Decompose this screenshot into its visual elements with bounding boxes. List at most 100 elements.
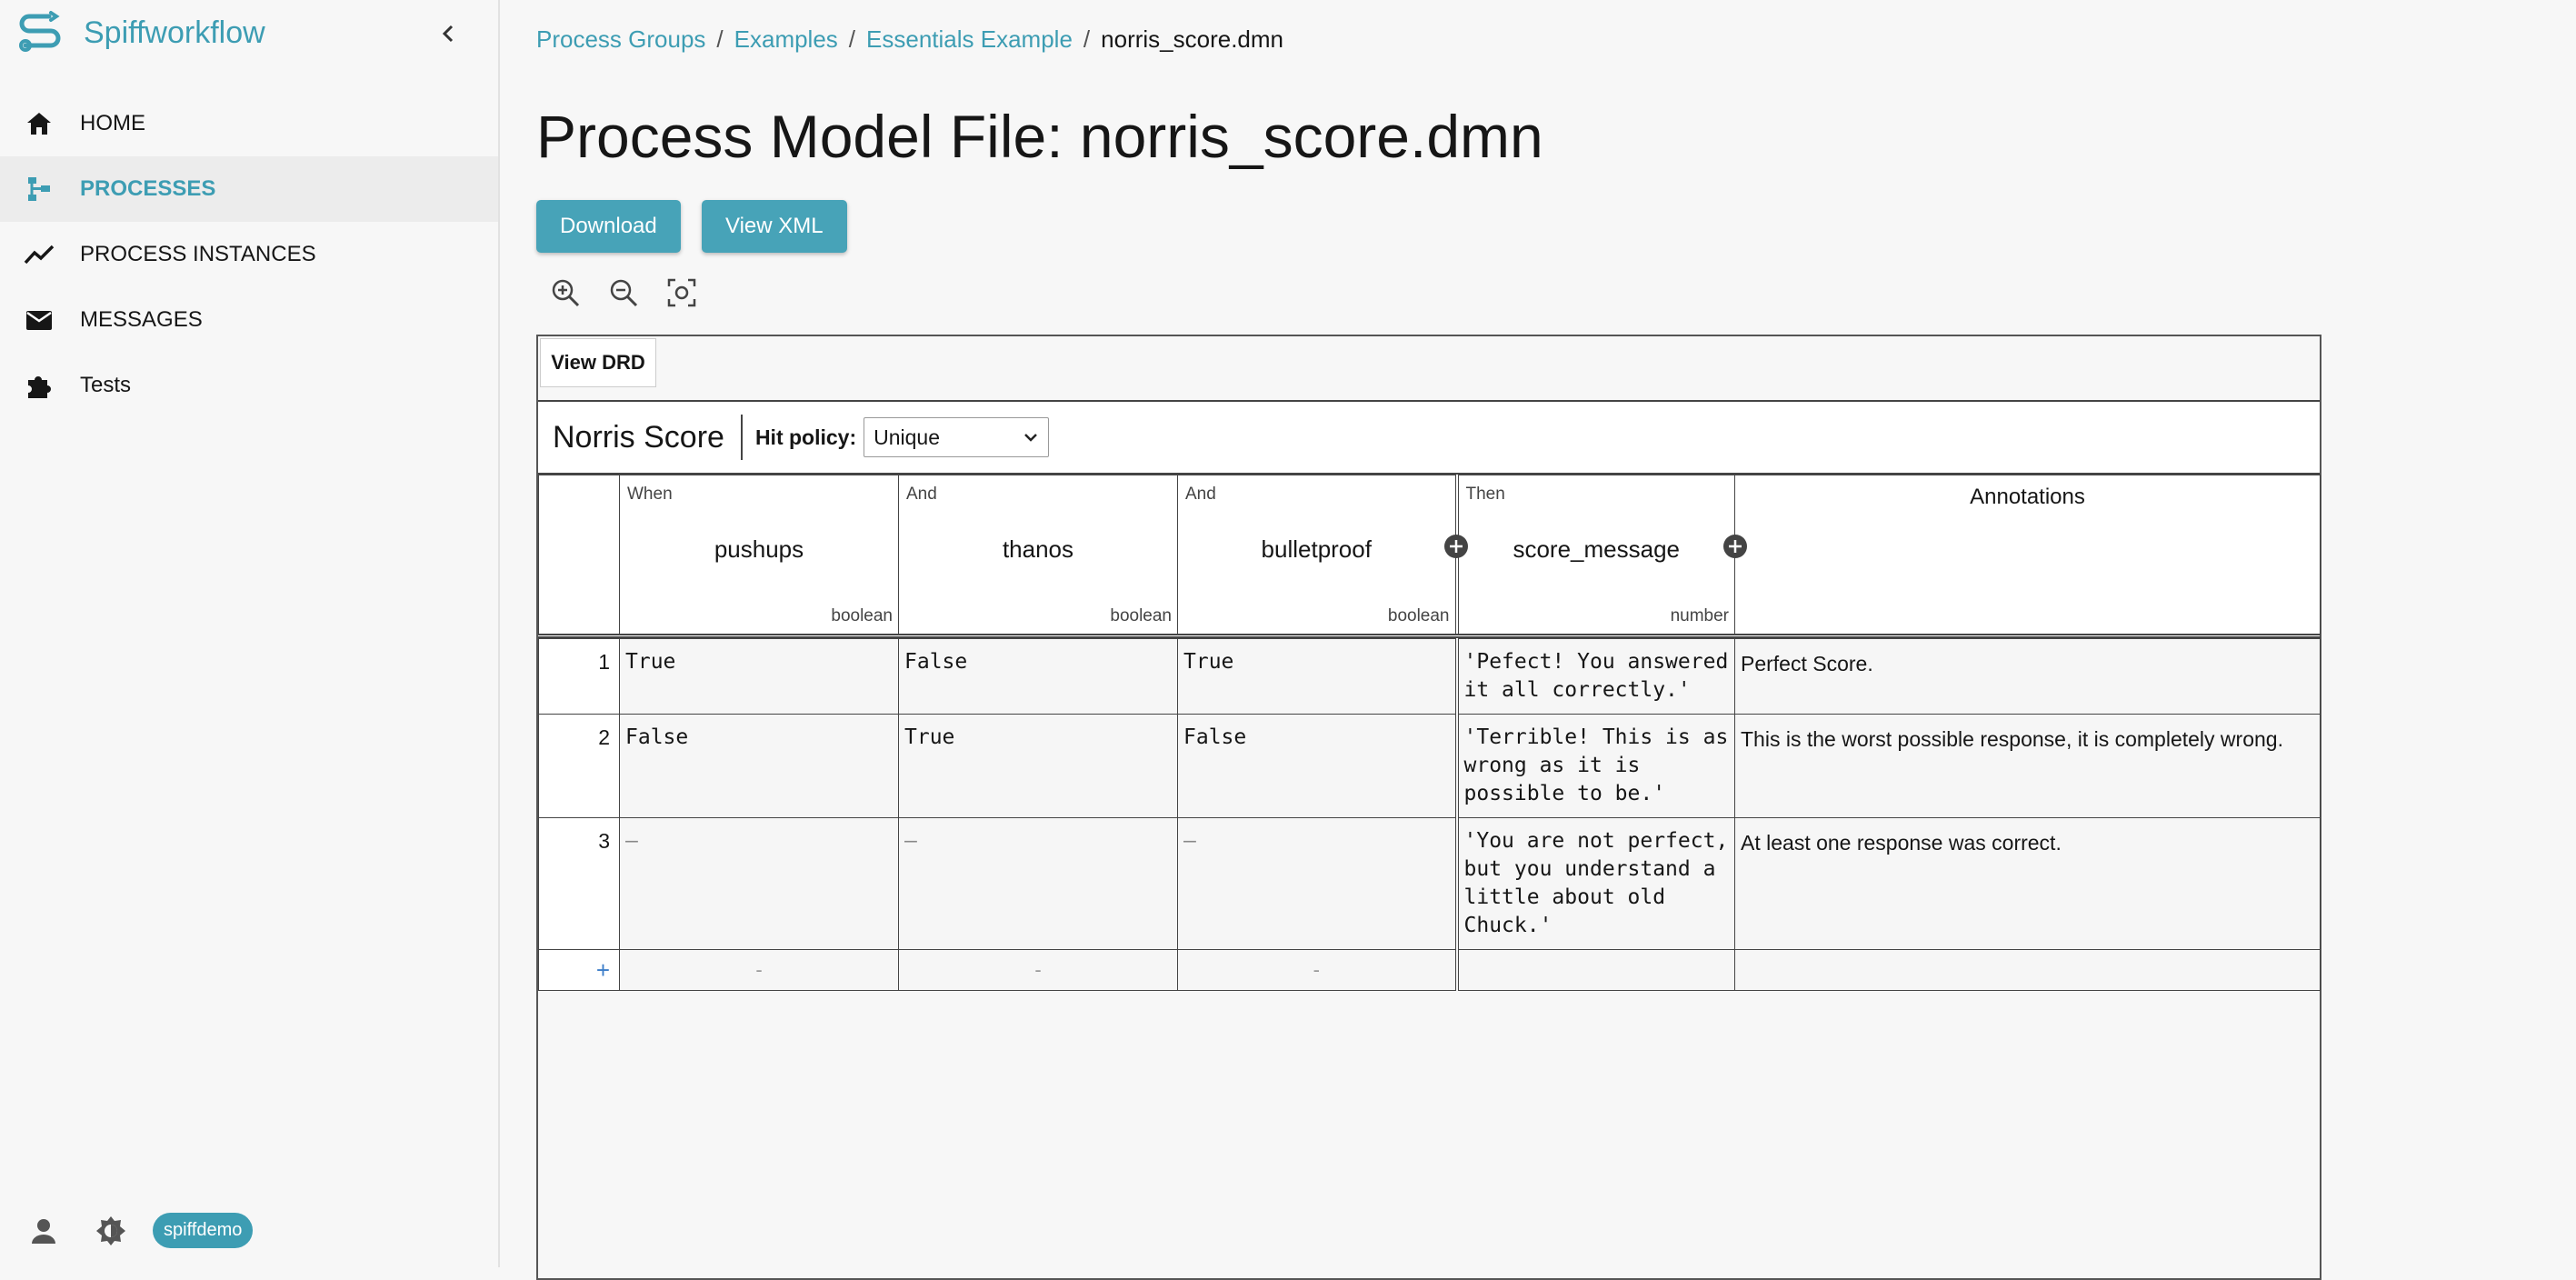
sidebar-item-process-instances[interactable]: PROCESS INSTANCES xyxy=(0,222,498,287)
rule-number: 2 xyxy=(538,714,620,818)
annotation-cell[interactable]: This is the worst possible response, it … xyxy=(1734,714,2321,818)
breadcrumb-process-groups[interactable]: Process Groups xyxy=(536,25,706,53)
input-cell[interactable]: – xyxy=(619,817,899,950)
breadcrumb-essentials-example[interactable]: Essentials Example xyxy=(866,25,1073,53)
sidebar-item-label: PROCESS INSTANCES xyxy=(80,242,316,266)
index-header xyxy=(538,475,620,636)
rules-grid: When pushups boolean And thanos boolean … xyxy=(538,475,2321,991)
input-cell[interactable]: False xyxy=(1177,714,1457,818)
sidebar-item-label: Tests xyxy=(80,373,132,397)
decision-table: Norris Score Hit policy: Unique When pus… xyxy=(538,400,2321,991)
input-column-header[interactable]: When pushups boolean xyxy=(619,475,899,636)
placeholder-cell[interactable] xyxy=(1454,949,1735,991)
sidebar-item-label: PROCESSES xyxy=(80,176,216,201)
brightness-icon[interactable] xyxy=(95,1215,127,1247)
chart-line-icon xyxy=(22,237,56,272)
breadcrumb-current: norris_score.dmn xyxy=(1101,25,1284,53)
sidebar-item-home[interactable]: HOME xyxy=(0,91,498,156)
sidebar-item-processes[interactable]: PROCESSES xyxy=(0,156,498,222)
envelope-icon xyxy=(22,303,56,337)
app-name: Spiffworkflow xyxy=(84,15,265,50)
input-name: pushups xyxy=(714,535,804,563)
input-type: boolean xyxy=(1110,606,1172,625)
brand[interactable]: Spiffworkflow xyxy=(16,7,265,58)
view-xml-button[interactable]: View XML xyxy=(702,200,847,253)
collapse-sidebar-icon[interactable] xyxy=(434,18,462,49)
clause-label: When xyxy=(627,485,673,504)
add-rule-button[interactable]: + xyxy=(538,949,620,991)
input-type: boolean xyxy=(831,606,893,625)
sidebar-item-label: MESSAGES xyxy=(80,307,203,332)
breadcrumb-separator: / xyxy=(1083,25,1091,53)
fit-to-screen-icon[interactable] xyxy=(665,276,698,309)
breadcrumb-separator: / xyxy=(848,25,856,53)
sidebar-item-label: HOME xyxy=(80,111,145,135)
chevron-down-icon xyxy=(1024,434,1037,442)
add-rule-row: + - - - xyxy=(538,949,2321,991)
input-cell[interactable]: – xyxy=(898,817,1178,950)
annotation-cell[interactable]: Perfect Score. xyxy=(1734,638,2321,715)
hit-policy-select[interactable]: Unique xyxy=(864,417,1050,457)
rule-number: 1 xyxy=(538,638,620,715)
clause-label: And xyxy=(1185,485,1216,504)
breadcrumb: Process Groups / Examples / Essentials Examp… xyxy=(536,25,1283,54)
sidebar-nav: HOME PROCESSES PROCESS INSTANCES xyxy=(0,91,498,418)
input-cell[interactable]: False xyxy=(898,638,1178,715)
view-drd-tab[interactable]: View DRD xyxy=(540,338,656,387)
output-name: score_message xyxy=(1513,535,1681,563)
input-column-header[interactable]: And thanos boolean xyxy=(898,475,1178,636)
input-cell[interactable]: – xyxy=(1177,817,1457,950)
input-cell[interactable]: True xyxy=(898,714,1178,818)
input-name: thanos xyxy=(1002,535,1074,563)
add-input-icon[interactable] xyxy=(1443,534,1469,559)
placeholder-cell[interactable]: - xyxy=(619,949,899,991)
annotations-header: Annotations xyxy=(1734,475,2321,636)
decision-table-header: Norris Score Hit policy: Unique xyxy=(538,400,2320,475)
table-row: 1 True False True 'Pefect! You answered … xyxy=(538,638,2321,715)
add-output-icon[interactable] xyxy=(1722,534,1748,559)
table-row: 3 – – – 'You are not perfect, but you un… xyxy=(538,817,2321,950)
input-name: bulletproof xyxy=(1261,535,1372,563)
column-header-row: When pushups boolean And thanos boolean … xyxy=(538,475,2321,636)
hit-policy-label: Hit policy: xyxy=(754,425,857,449)
user-icon[interactable] xyxy=(27,1215,60,1247)
output-cell[interactable]: 'Pefect! You answered it all correctly.' xyxy=(1454,638,1735,715)
table-row: 2 False True False 'Terrible! This is as… xyxy=(538,714,2321,818)
home-icon xyxy=(22,106,56,141)
zoom-toolbar xyxy=(549,276,724,309)
sidebar-item-tests[interactable]: Tests xyxy=(0,353,498,418)
sidebar: Spiffworkflow HOME PROCESSES xyxy=(0,0,500,1267)
user-badge[interactable]: spiffdemo xyxy=(153,1213,254,1248)
breadcrumb-examples[interactable]: Examples xyxy=(734,25,838,53)
placeholder-cell[interactable]: - xyxy=(1177,949,1457,991)
hit-policy-value: Unique xyxy=(874,425,940,449)
download-button[interactable]: Download xyxy=(536,200,681,253)
input-cell[interactable]: True xyxy=(619,638,899,715)
rule-number: 3 xyxy=(538,817,620,950)
clause-label: And xyxy=(906,485,937,504)
zoom-out-icon[interactable] xyxy=(607,276,640,309)
input-type: boolean xyxy=(1387,606,1450,625)
zoom-in-icon[interactable] xyxy=(549,276,582,309)
sidebar-footer: spiffdemo xyxy=(27,1213,254,1248)
input-column-header[interactable]: And bulletproof boolean xyxy=(1177,475,1468,636)
dmn-editor: View DRD Norris Score Hit policy: Unique… xyxy=(536,335,2321,1280)
output-type: number xyxy=(1670,606,1729,625)
output-cell[interactable]: 'You are not perfect, but you understand… xyxy=(1454,817,1735,950)
header-divider xyxy=(740,415,743,460)
placeholder-cell[interactable]: - xyxy=(898,949,1178,991)
output-column-header[interactable]: Then score_message number xyxy=(1454,475,1747,636)
process-tree-icon xyxy=(22,172,56,206)
puzzle-icon xyxy=(22,368,56,403)
page-title: Process Model File: norris_score.dmn xyxy=(536,103,1543,170)
input-cell[interactable]: True xyxy=(1177,638,1457,715)
breadcrumb-separator: / xyxy=(716,25,724,53)
sidebar-item-messages[interactable]: MESSAGES xyxy=(0,287,498,353)
output-cell[interactable]: 'Terrible! This is as wrong as it is pos… xyxy=(1454,714,1735,818)
clause-label: Then xyxy=(1465,485,1505,504)
input-cell[interactable]: False xyxy=(619,714,899,818)
placeholder-cell[interactable] xyxy=(1734,949,2321,991)
spiffworkflow-logo-icon xyxy=(19,11,61,52)
decision-table-name[interactable]: Norris Score xyxy=(553,419,724,455)
annotation-cell[interactable]: At least one response was correct. xyxy=(1734,817,2321,950)
